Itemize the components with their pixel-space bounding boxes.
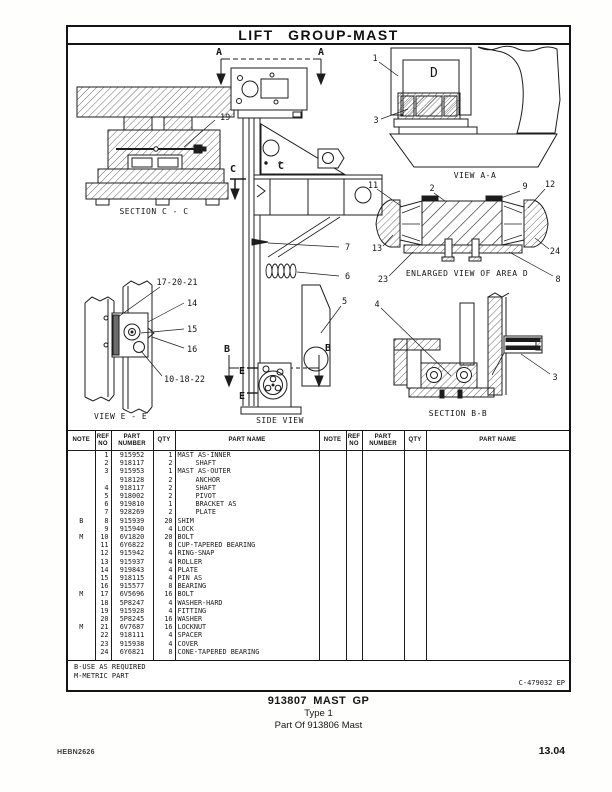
- caption-group-title: 913807 MAST GP: [267, 695, 370, 707]
- callout-23: 23: [378, 275, 388, 285]
- callout-8: 8: [555, 275, 560, 285]
- title-bar: LIFT GROUP-MAST: [68, 27, 569, 45]
- callout-24: 24: [550, 247, 560, 257]
- callout-19: 19: [220, 113, 230, 123]
- callout-17-20-21: 17-20-21: [157, 278, 198, 288]
- callout-15: 15: [187, 325, 197, 335]
- view-label-section-bb: SECTION B-B: [429, 409, 487, 418]
- col-ref-right: REF NO: [345, 431, 362, 451]
- parts-table-area: NOTE REF NO PART NUMBER QTY PART NAME NO…: [68, 430, 569, 660]
- caption-part-of: Part Of 913806 Mast: [274, 720, 363, 731]
- page-number: 13.04: [538, 745, 565, 757]
- drawing-section-bb: 4 3 SECTION B-B: [374, 292, 558, 418]
- callout-2: 2: [429, 184, 434, 194]
- col-part-number-left: PART NUMBER: [110, 431, 153, 451]
- footnote-m: M-METRIC PART: [74, 671, 129, 680]
- drawing-view-aa: D 1 3 VIEW A-A: [372, 45, 561, 180]
- table-header-row: NOTE REF NO PART NUMBER QTY PART NAME NO…: [68, 431, 569, 451]
- page-frame: LIFT GROUP-MAST: [66, 25, 571, 692]
- view-label-side-view: SIDE VIEW: [256, 416, 304, 425]
- technical-drawings: 19 SECTION C - C: [76, 45, 561, 425]
- callout-5: 5: [342, 297, 347, 307]
- page-title: LIFT GROUP-MAST: [238, 27, 399, 43]
- view-label-view-aa: VIEW A-A: [454, 171, 497, 180]
- col-part-number-right: PART NUMBER: [361, 431, 404, 451]
- callout-7: 7: [345, 243, 350, 253]
- caption-block: 913807 MAST GP Type 1 Part Of 913806 Mas…: [66, 695, 571, 731]
- area-label-d: D: [430, 66, 438, 81]
- callout-10-18-22: 10-18-22: [164, 375, 205, 385]
- callout-1: 1: [372, 54, 377, 64]
- callout-16: 16: [187, 345, 197, 355]
- form-number: HEBN2626: [57, 749, 95, 756]
- callout-12: 12: [545, 180, 555, 190]
- caption-type: Type 1: [304, 708, 333, 719]
- drawing-enlarged-d: 11 2 9 12 13 24 23 8 ENLARGED VIEW OF AR…: [368, 180, 561, 285]
- col-qty-left: QTY: [152, 431, 175, 451]
- view-marker-e-bottom: E: [239, 391, 245, 402]
- drawing-side-view: A A C C B B E E 7 6 5 SIDE VIEW: [216, 47, 383, 425]
- col-ref-left: REF NO: [94, 431, 111, 451]
- callout-9: 9: [522, 182, 527, 192]
- section-marker-b-right: B: [325, 343, 331, 354]
- drawings-panel: 19 SECTION C - C: [68, 45, 569, 430]
- view-label-section-cc: SECTION C - C: [119, 207, 188, 216]
- drawing-section-cc: 19 SECTION C - C: [76, 86, 235, 216]
- callout-4: 4: [374, 300, 379, 310]
- col-qty-right: QTY: [403, 431, 426, 451]
- callout-6: 6: [345, 272, 350, 282]
- view-label-enlarged-d: ENLARGED VIEW OF AREA D: [406, 269, 528, 278]
- section-marker-a-left: A: [216, 47, 222, 58]
- section-marker-b-left: B: [224, 344, 230, 355]
- callout-14: 14: [187, 299, 197, 309]
- table-filler-row: [68, 656, 569, 660]
- drawing-ref-code: C-479032 EP: [518, 678, 565, 687]
- callout-11: 11: [368, 181, 378, 191]
- drawing-view-ee: 17-20-21 14 15 16 10-18-22 VIEW E - E: [84, 278, 205, 421]
- col-part-name-right: PART NAME: [425, 431, 569, 451]
- view-marker-e-top: E: [239, 366, 245, 377]
- callout-3b: 3: [552, 373, 557, 383]
- footnote-b: B-USE AS REQUIRED: [74, 663, 146, 671]
- col-part-name-left: PART NAME: [174, 431, 319, 451]
- callout-3: 3: [373, 116, 378, 126]
- parts-table: NOTE REF NO PART NUMBER QTY PART NAME NO…: [68, 431, 569, 660]
- section-marker-c-right: C: [278, 161, 284, 172]
- col-note-right: NOTE: [318, 431, 346, 451]
- callout-13: 13: [372, 244, 382, 254]
- section-marker-c-left: C: [230, 164, 236, 175]
- col-note-left: NOTE: [68, 431, 95, 451]
- view-label-view-ee: VIEW E - E: [94, 412, 147, 421]
- section-marker-a-right: A: [318, 47, 324, 58]
